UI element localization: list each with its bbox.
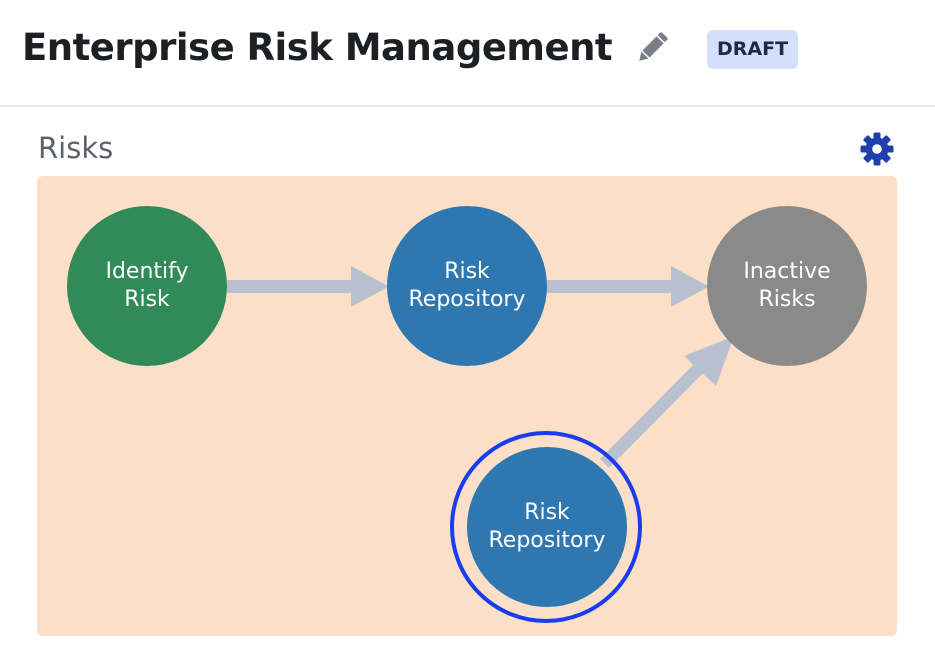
node-label-line2: Risk	[124, 287, 170, 312]
node-label-line1: Identify	[105, 259, 189, 284]
node-label-line1: Risk	[524, 500, 570, 525]
workflow-canvas: Identify Risk Risk Repository Inactive R…	[37, 176, 897, 636]
workflow-node-inactive-risks[interactable]: Inactive Risks	[707, 206, 867, 366]
page-title: Enterprise Risk Management	[22, 26, 613, 69]
workflow-node-identify-risk[interactable]: Identify Risk	[67, 206, 227, 366]
page-header: Enterprise Risk Management DRAFT	[0, 0, 935, 107]
workflow-connectors	[227, 266, 734, 468]
node-label-line2: Repository	[488, 528, 606, 553]
node-label-line1: Risk	[444, 259, 490, 284]
pencil-icon[interactable]	[632, 28, 672, 68]
workflow-node-risk-repository[interactable]: Risk Repository	[387, 206, 547, 366]
connector-repository2-to-inactive	[600, 336, 734, 468]
status-badge: DRAFT	[707, 30, 799, 69]
connector-repository-to-inactive	[545, 266, 709, 307]
node-label-line2: Risks	[758, 287, 816, 312]
workflow-node-risk-repository-selected[interactable]: Risk Repository	[467, 447, 627, 607]
selection-ring	[450, 431, 642, 623]
gear-icon[interactable]	[858, 130, 896, 168]
connector-identify-to-repository	[227, 266, 389, 307]
node-label-line1: Inactive	[743, 259, 831, 284]
section-title: Risks	[38, 131, 114, 165]
node-label-line2: Repository	[408, 287, 526, 312]
